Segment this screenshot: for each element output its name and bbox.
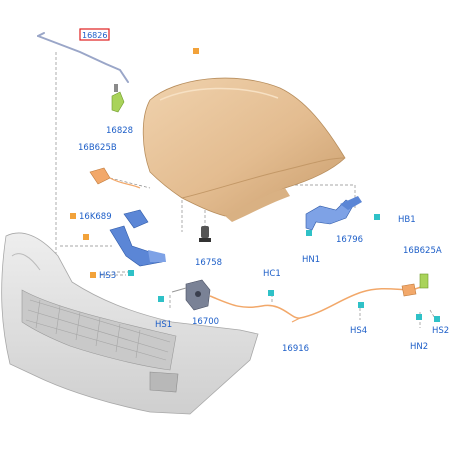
label-16b625a[interactable]: 16B625A bbox=[403, 246, 442, 256]
label-16700[interactable]: 16700 bbox=[192, 317, 219, 327]
label-hs1[interactable]: HS1 bbox=[155, 320, 172, 330]
latch-support-bracket bbox=[109, 209, 166, 267]
selected-part-highlight bbox=[79, 28, 110, 41]
label-hs3[interactable]: HS3 bbox=[99, 271, 116, 281]
label-16758[interactable]: 16758 bbox=[195, 258, 222, 268]
hood-bumper-stop bbox=[199, 226, 211, 242]
hood-release-cable bbox=[209, 285, 425, 323]
label-16k689[interactable]: 16K689 bbox=[79, 212, 112, 222]
hood-release-clip-a bbox=[401, 273, 429, 297]
hood-release-clip-b bbox=[89, 167, 141, 189]
label-hs2[interactable]: HS2 bbox=[432, 326, 449, 336]
label-hb1[interactable]: HB1 bbox=[398, 215, 416, 225]
label-hn1[interactable]: HN1 bbox=[302, 255, 320, 265]
prop-rod-clip bbox=[111, 84, 125, 113]
label-hs4[interactable]: HS4 bbox=[350, 326, 367, 336]
hood-prop-rod bbox=[37, 32, 129, 83]
label-16b625b[interactable]: 16B625B bbox=[78, 143, 117, 153]
fastener-clips bbox=[128, 214, 440, 322]
label-16828[interactable]: 16828 bbox=[106, 126, 133, 136]
reference-markers bbox=[70, 48, 199, 278]
hood-latch bbox=[171, 279, 211, 311]
label-hn2[interactable]: HN2 bbox=[410, 342, 428, 352]
hood-panel bbox=[142, 77, 346, 222]
label-16826[interactable]: 16826 bbox=[82, 31, 107, 40]
front-bumper bbox=[1, 232, 259, 415]
label-16796[interactable]: 16796 bbox=[336, 235, 363, 245]
hood-hinge bbox=[305, 196, 362, 231]
label-hc1[interactable]: HC1 bbox=[263, 269, 281, 279]
label-16916[interactable]: 16916 bbox=[282, 344, 309, 354]
